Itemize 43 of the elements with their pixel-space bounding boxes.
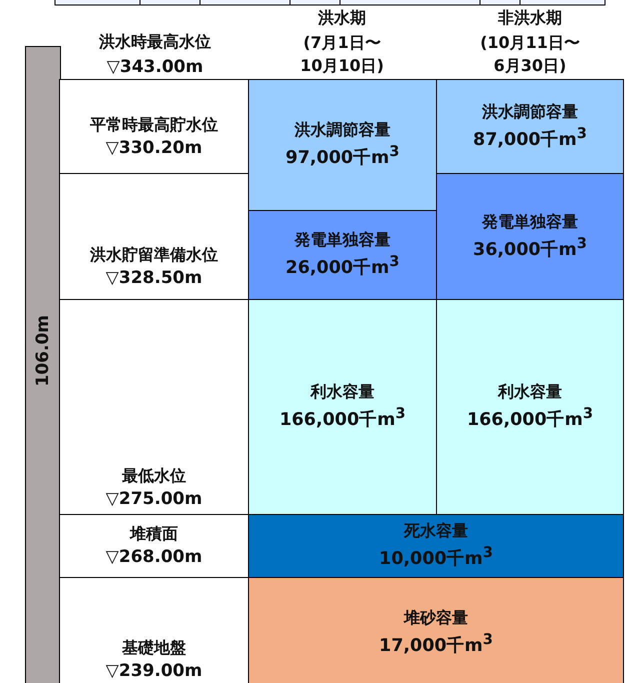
height-bar bbox=[25, 46, 61, 683]
capacity-box bbox=[436, 173, 624, 300]
capacity-value: 87,000千m$^{3}$ bbox=[473, 124, 587, 152]
capacity-name: 洪水調節容量 bbox=[482, 100, 578, 123]
level-name: 平常時最高貯水位 bbox=[90, 114, 218, 136]
capacity-name: 死水容量 bbox=[404, 520, 468, 542]
capacity-name: 発電単独容量 bbox=[294, 229, 390, 252]
elevation-value: ▽268.00m bbox=[106, 546, 202, 570]
capacity-name: 発電単独容量 bbox=[482, 210, 578, 233]
elevation-value: ▽275.00m bbox=[106, 488, 202, 512]
capacity-box bbox=[248, 514, 624, 578]
capacity-box bbox=[248, 299, 437, 515]
capacity-box bbox=[436, 299, 624, 515]
capacity-box bbox=[248, 577, 624, 683]
capacity-value: 10,000千m$^{3}$ bbox=[379, 543, 493, 572]
capacity-name: 利水容量 bbox=[498, 381, 562, 404]
level-name: 洪水時最高水位 bbox=[98, 31, 212, 53]
period-name: 非洪水期 bbox=[497, 7, 563, 29]
elevation-value: ▽343.00m bbox=[106, 56, 204, 79]
elevation-value: ▽328.50m bbox=[106, 267, 202, 290]
level-name: 堆積面 bbox=[130, 523, 178, 546]
height-value: 106.0m bbox=[32, 315, 54, 387]
level-name: 洪水貯留準備水位 bbox=[90, 244, 218, 266]
capacity-box bbox=[248, 210, 437, 300]
period-dates: (10月11日〜6月30日) bbox=[479, 32, 581, 78]
level-name: 基礎地盤 bbox=[122, 637, 186, 660]
capacity-value: 17,000千m$^{3}$ bbox=[379, 630, 493, 658]
elevation-value: ▽330.20m bbox=[106, 137, 202, 160]
elevation-value: ▽239.00m bbox=[106, 660, 202, 683]
capacity-value: 166,000千m$^{3}$ bbox=[279, 404, 406, 432]
capacity-box bbox=[436, 79, 624, 174]
capacity-name: 洪水調節容量 bbox=[294, 119, 390, 142]
capacity-value: 26,000千m$^{3}$ bbox=[286, 252, 400, 280]
capacity-value: 166,000千m$^{3}$ bbox=[466, 404, 594, 432]
level-name: 最低水位 bbox=[122, 465, 186, 488]
capacity-name: 利水容量 bbox=[310, 381, 374, 404]
capacity-box bbox=[248, 79, 437, 211]
level-cell bbox=[59, 79, 249, 174]
capacity-name: 堆砂容量 bbox=[404, 607, 468, 630]
capacity-value: 97,000千m$^{3}$ bbox=[286, 142, 400, 170]
capacity-value: 36,000千m$^{3}$ bbox=[473, 234, 587, 262]
period-dates: (7月1日〜10月10日) bbox=[299, 32, 385, 78]
period-name: 洪水期 bbox=[317, 7, 367, 29]
